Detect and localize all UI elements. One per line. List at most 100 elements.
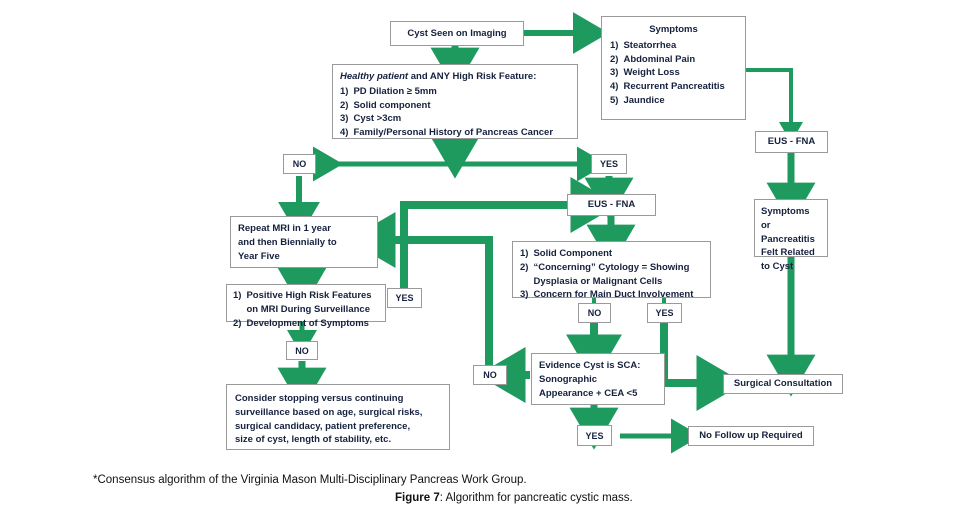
node-symptoms[interactable]: Symptoms 1) Steatorrhea 2) Abdominal Pain … (601, 16, 746, 120)
list-item: 2) Abdominal Pain (610, 53, 737, 67)
item-num: 4) (340, 127, 349, 139)
item-num: 5) (610, 94, 619, 106)
node-criteria[interactable]: 1)Solid Component 2)“Concerning” Cytolog… (512, 241, 711, 300)
decision-yes-top-right[interactable]: YES (591, 154, 627, 174)
evidence-sca-line: Evidence Cyst is SCA: (539, 360, 641, 371)
symptoms-related-line: to Cyst (761, 261, 794, 273)
node-surveillance-findings[interactable]: 1) Positive High Risk Features on MRI Dur… (226, 284, 386, 329)
item-num: 2) (340, 99, 349, 111)
item-text: Weight Loss (623, 67, 680, 79)
item-text: Family/Personal History of Pancreas Canc… (353, 127, 554, 139)
list-item: 2) Solid component (340, 99, 570, 113)
item-text: Cyst >3cm (353, 113, 402, 125)
list-item: 3) Cyst >3cm (340, 112, 570, 126)
item-num: 2) (233, 317, 242, 329)
list-item: 3)Concern for Main Duct Involvement (520, 288, 703, 302)
repeat-mri-line: Repeat MRI in 1 year (238, 223, 331, 234)
list-item: 4) Recurrent Pancreatitis (610, 80, 737, 94)
node-cyst-seen-label: Cyst Seen on Imaging (407, 27, 507, 39)
item-num: 1) (233, 290, 242, 301)
item-text: Solid Component (533, 248, 613, 259)
decision-no-sca[interactable]: NO (473, 365, 507, 385)
node-surgical-consultation[interactable]: Surgical Consultation (723, 374, 843, 394)
evidence-sca-line: Sonographic (539, 373, 598, 385)
consider-stopping-line: surveillance based on age, surgical risk… (235, 406, 423, 418)
decision-no-criteria[interactable]: NO (578, 303, 611, 323)
evidence-sca-line: Appearance + CEA <5 (539, 387, 638, 399)
consider-stopping-line: surgical candidacy, patient preference, (235, 420, 411, 432)
item-text: Concern for Main Duct Involvement (533, 289, 694, 301)
figure-caption-text: : Algorithm for pancreatic cystic mass. (439, 492, 633, 504)
symptoms-related-line: Pancreatitis (761, 233, 815, 245)
surgical-consultation-label: Surgical Consultation (733, 378, 833, 390)
item-text: Abdominal Pain (623, 53, 696, 65)
item-num: 1) (610, 39, 619, 51)
node-eus-fna-right[interactable]: EUS - FNA (755, 131, 828, 153)
item-text: Positive High Risk Features on MRI Durin… (246, 290, 372, 315)
repeat-mri-line: Year Five (238, 250, 280, 262)
node-no-followup-required[interactable]: No Follow up Required (688, 426, 814, 446)
item-num: 3) (610, 67, 619, 79)
consider-stopping-line: size of cyst, length of stability, etc. (235, 434, 392, 446)
item-text: Recurrent Pancreatitis (623, 81, 725, 93)
repeat-mri-line: and then Biennially to (238, 236, 337, 248)
high-risk-heading-rest: and ANY High Risk Feature: (408, 71, 537, 82)
consider-stopping-line: Consider stopping versus continuing (235, 393, 404, 404)
high-risk-list: 1) PD Dilation ≥ 5mm 2) Solid component 3)… (340, 85, 570, 140)
footnote: *Consensus algorithm of the Virginia Mas… (93, 474, 527, 486)
decision-no-top-left[interactable]: NO (283, 154, 316, 174)
eus-fna-center-label: EUS - FNA (587, 199, 636, 211)
decision-label-text: YES (585, 430, 604, 441)
node-consider-stopping[interactable]: Consider stopping versus continuing surv… (226, 384, 450, 450)
list-item: 3) Weight Loss (610, 66, 737, 80)
symptoms-related-line: Felt Related (761, 247, 815, 259)
symptoms-related-line: Symptoms or (761, 206, 810, 231)
decision-no-surveillance[interactable]: NO (286, 341, 318, 360)
item-num: 1) (340, 85, 349, 97)
list-item: 1) Steatorrhea (610, 39, 737, 53)
decision-label-text: NO (295, 345, 309, 356)
list-item: 5) Jaundice (610, 94, 737, 108)
list-item: 1) Positive High Risk Features on MRI Dur… (233, 289, 379, 317)
node-symptoms-or-pancreatitis[interactable]: Symptoms or Pancreatitis Felt Related to… (754, 199, 828, 272)
node-repeat-mri[interactable]: Repeat MRI in 1 year and then Biennially… (230, 216, 378, 268)
figure-caption: Figure 7: Algorithm for pancreatic cysti… (395, 492, 633, 504)
criteria-list: 1)Solid Component 2)“Concerning” Cytolog… (520, 247, 703, 302)
decision-label-text: NO (483, 370, 497, 380)
item-num: 4) (610, 81, 619, 93)
item-num: 2) (610, 53, 619, 65)
figure-caption-label: Figure 7 (395, 492, 440, 504)
node-high-risk-features[interactable]: Healthy patient and ANY High Risk Featur… (332, 64, 578, 139)
item-text: Steatorrhea (623, 39, 677, 51)
item-num: 2) (520, 261, 529, 273)
decision-label-text: NO (587, 308, 602, 318)
list-item: 4) Family/Personal History of Pancreas Ca… (340, 126, 570, 140)
decision-yes-sca[interactable]: YES (577, 425, 612, 446)
item-text: PD Dilation ≥ 5mm (353, 85, 437, 97)
node-eus-fna-center[interactable]: EUS - FNA (567, 194, 656, 216)
symptoms-title: Symptoms (649, 24, 698, 35)
high-risk-heading-italic: Healthy patient (340, 71, 409, 82)
no-followup-label: No Follow up Required (699, 430, 803, 442)
item-num: 3) (340, 113, 349, 125)
list-item: 2)Development of Symptoms (233, 317, 379, 331)
node-evidence-cyst-sca[interactable]: Evidence Cyst is SCA: Sonographic Appear… (531, 353, 665, 405)
decision-label-text: YES (655, 308, 674, 318)
decision-label-text: YES (599, 159, 618, 169)
item-text: Jaundice (623, 94, 665, 106)
decision-yes-criteria[interactable]: YES (647, 303, 682, 323)
surveillance-list: 1) Positive High Risk Features on MRI Dur… (233, 289, 379, 330)
high-risk-heading: Healthy patient and ANY High Risk Featur… (340, 70, 570, 84)
list-item: 2)“Concerning” Cytology = Showing Dyspla… (520, 261, 703, 289)
decision-yes-mid-left[interactable]: YES (387, 288, 422, 308)
symptoms-list: 1) Steatorrhea 2) Abdominal Pain 3) Weight … (610, 39, 737, 108)
decision-label-text: YES (395, 293, 414, 303)
node-cyst-seen-on-imaging[interactable]: Cyst Seen on Imaging (390, 21, 524, 46)
list-item: 1) PD Dilation ≥ 5mm (340, 85, 570, 99)
item-text: Solid component (353, 99, 431, 111)
eus-fna-right-label: EUS - FNA (767, 136, 816, 148)
list-item: 1)Solid Component (520, 247, 703, 261)
decision-label-text: NO (292, 159, 307, 169)
